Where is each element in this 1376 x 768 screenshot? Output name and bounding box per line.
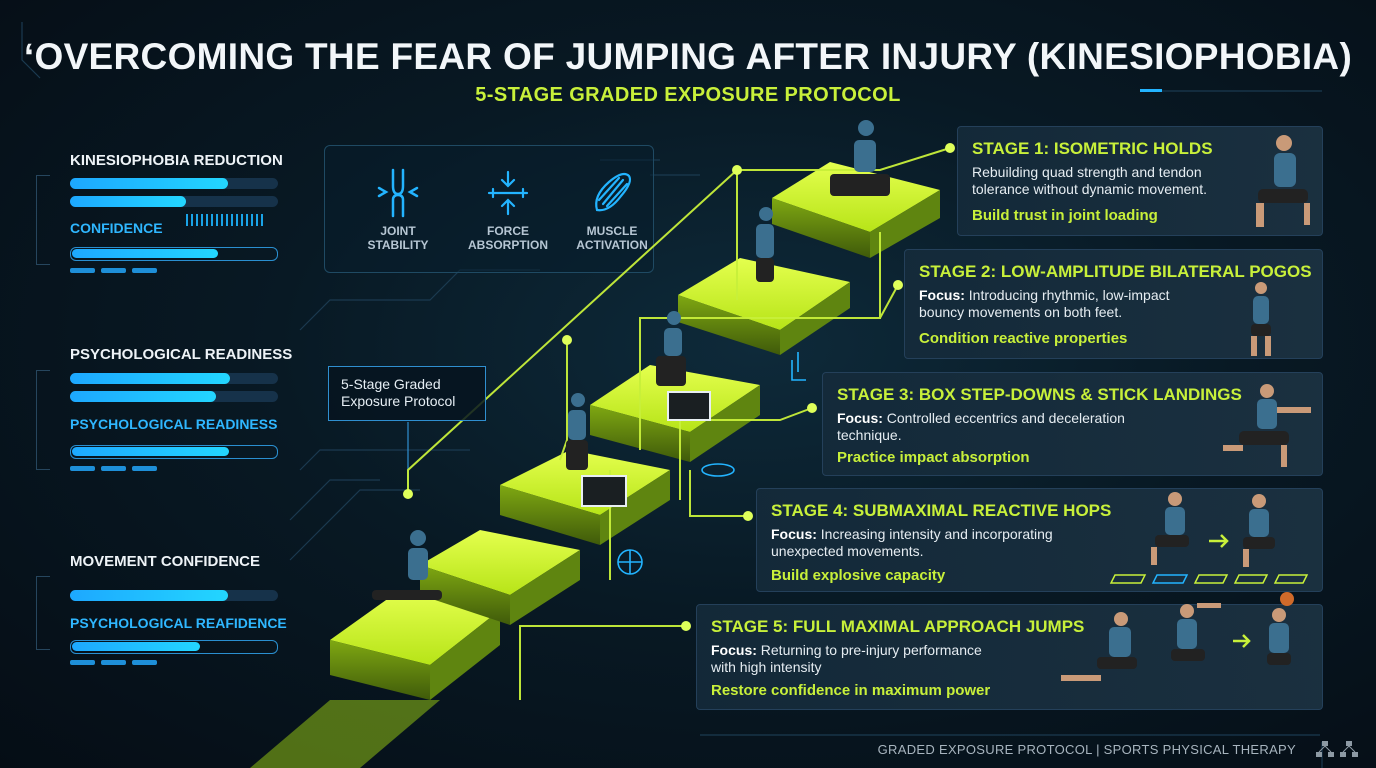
stage-1-title: STAGE 1: ISOMETRIC HOLDS xyxy=(972,139,1213,158)
metric-2-label: PSYCHOLOGICAL READINESS xyxy=(70,416,278,432)
stage-3-desc-text: Controlled eccentrics and deceleration xyxy=(886,410,1125,426)
icon-label-line2: ACTIVATION xyxy=(576,238,648,252)
stage-4-athletes-image xyxy=(1109,492,1309,584)
metric-2-dots xyxy=(70,466,157,471)
plyo-boxes xyxy=(581,391,711,507)
step-6 xyxy=(772,162,940,258)
muscle-icon xyxy=(595,172,632,212)
metric-title-kinesiophobia: KINESIOPHOBIA REDUCTION xyxy=(70,152,283,169)
stage-2-desc-line1: Focus: Introducing rhythmic, low-impact xyxy=(919,287,1170,304)
protocol-callout-line1: 5-Stage Graded xyxy=(341,376,441,392)
metric-title-movement: MOVEMENT CONFIDENCE xyxy=(70,553,261,570)
stage-5-focus-label: Focus: xyxy=(711,642,757,658)
metric-title-readiness: PSYCHOLOGICAL READINESS xyxy=(70,346,293,363)
stage-1-desc-line2: tolerance without dynamic movement. xyxy=(972,181,1207,197)
icon-label-line2: STABILITY xyxy=(367,238,429,252)
page-title: ‘OVERCOMING THE FEAR OF JUMPING AFTER IN… xyxy=(23,36,1353,77)
metric-3-dots xyxy=(70,660,157,665)
metric-1-dots xyxy=(70,268,157,273)
metric-2-bar-3 xyxy=(70,445,278,459)
metric-1-label: CONFIDENCE xyxy=(70,220,163,236)
metric-1-ticks xyxy=(186,214,264,226)
knee-joint-icon xyxy=(377,168,419,218)
icon-label-line1: MUSCLE xyxy=(586,224,638,238)
stage-3-focus-label: Focus: xyxy=(837,410,883,426)
force-absorption-item: FORCE ABSORPTION xyxy=(453,168,563,252)
stage-5-desc-line2: with high intensity xyxy=(711,659,822,675)
stage-2-desc-line2: bouncy movements on both feet. xyxy=(919,304,1123,320)
stage-4-key: Build explosive capacity xyxy=(771,567,946,584)
metric-1-bar-1 xyxy=(70,178,278,189)
stage-5-athletes-image xyxy=(1061,592,1294,681)
stage-2-desc-text: Introducing rhythmic, low-impact xyxy=(968,287,1170,303)
ramp xyxy=(250,700,440,768)
stage-3-athlete-image xyxy=(1223,384,1311,467)
stage-5-panel: STAGE 5: FULL MAXIMAL APPROACH JUMPS Foc… xyxy=(696,592,1323,710)
icon-label-line2: ABSORPTION xyxy=(467,238,548,252)
metric-bracket-1 xyxy=(36,175,50,265)
stage-2-focus-label: Focus: xyxy=(919,287,965,303)
stage-3-title: STAGE 3: BOX STEP-DOWNS & STICK LANDINGS xyxy=(837,385,1242,404)
stage-2-title: STAGE 2: LOW-AMPLITUDE BILATERAL POGOS xyxy=(919,262,1312,281)
metric-bracket-2 xyxy=(36,370,50,470)
stage-3-desc-line2: technique. xyxy=(837,427,902,443)
force-arrows-icon xyxy=(487,170,529,216)
stage-3-panel: STAGE 3: BOX STEP-DOWNS & STICK LANDINGS… xyxy=(822,372,1323,476)
stage-5-key: Restore confidence in maximum power xyxy=(711,682,991,699)
metric-2-bar-1 xyxy=(70,373,278,384)
step-1 xyxy=(330,590,500,700)
network-icon xyxy=(1316,741,1358,757)
metric-2-bar-2 xyxy=(70,391,278,402)
metric-3-label: PSYCHOLOGICAL REAFIDENCE xyxy=(70,615,287,631)
protocol-callout-line2: Exposure Protocol xyxy=(341,393,456,409)
stage-4-desc-line1: Focus: Increasing intensity and incorpor… xyxy=(771,526,1053,543)
protocol-callout: 5-Stage Graded Exposure Protocol xyxy=(328,366,486,421)
step-2 xyxy=(420,530,580,625)
metric-1-bar-2 xyxy=(70,196,278,207)
benefit-icons-panel: JOINT STABILITY FORCE ABSORPTION MUSCLE … xyxy=(324,145,654,273)
stage-4-desc-text: Increasing intensity and incorporating xyxy=(820,526,1053,542)
athlete-figures xyxy=(372,120,890,600)
stage-1-key: Build trust in joint loading xyxy=(972,207,1158,224)
joint-stability-item: JOINT STABILITY xyxy=(343,168,453,252)
stage-4-title: STAGE 4: SUBMAXIMAL REACTIVE HOPS xyxy=(771,501,1112,520)
stage-2-panel: STAGE 2: LOW-AMPLITUDE BILATERAL POGOS F… xyxy=(904,249,1323,359)
stage-1-athlete-image xyxy=(1256,135,1310,227)
stage-2-key: Condition reactive properties xyxy=(919,330,1128,347)
footer-text: GRADED EXPOSURE PROTOCOL | SPORTS PHYSIC… xyxy=(877,742,1296,757)
metric-bracket-3 xyxy=(36,576,50,650)
stage-1-panel: STAGE 1: ISOMETRIC HOLDS Rebuilding quad… xyxy=(957,126,1323,236)
metric-3-bar-1 xyxy=(70,590,278,601)
icon-label-line1: JOINT xyxy=(380,224,416,238)
stage-5-desc-text: Returning to pre-injury performance xyxy=(760,642,982,658)
stage-1-desc-line1: Rebuilding quad strength and tendon xyxy=(972,164,1202,180)
stage-4-focus-label: Focus: xyxy=(771,526,817,542)
stage-4-desc-line2: unexpected movements. xyxy=(771,543,924,559)
stage-3-desc-line1: Focus: Controlled eccentrics and deceler… xyxy=(837,410,1125,427)
stage-small-icons xyxy=(617,352,806,575)
muscle-activation-item: MUSCLE ACTIVATION xyxy=(557,168,667,252)
stage-4-panel: STAGE 4: SUBMAXIMAL REACTIVE HOPS Focus:… xyxy=(756,488,1323,592)
stage-3-key: Practice impact absorption xyxy=(837,449,1030,466)
stage-5-title: STAGE 5: FULL MAXIMAL APPROACH JUMPS xyxy=(711,617,1085,636)
metric-1-bar-3 xyxy=(70,247,278,261)
stage-5-desc-line1: Focus: Returning to pre-injury performan… xyxy=(711,642,982,659)
icon-label-line1: FORCE xyxy=(487,224,529,238)
stage-2-athlete-image xyxy=(1251,282,1271,356)
page-subtitle: 5-STAGE GRADED EXPOSURE PROTOCOL xyxy=(475,84,901,106)
metric-3-bar-2 xyxy=(70,640,278,654)
